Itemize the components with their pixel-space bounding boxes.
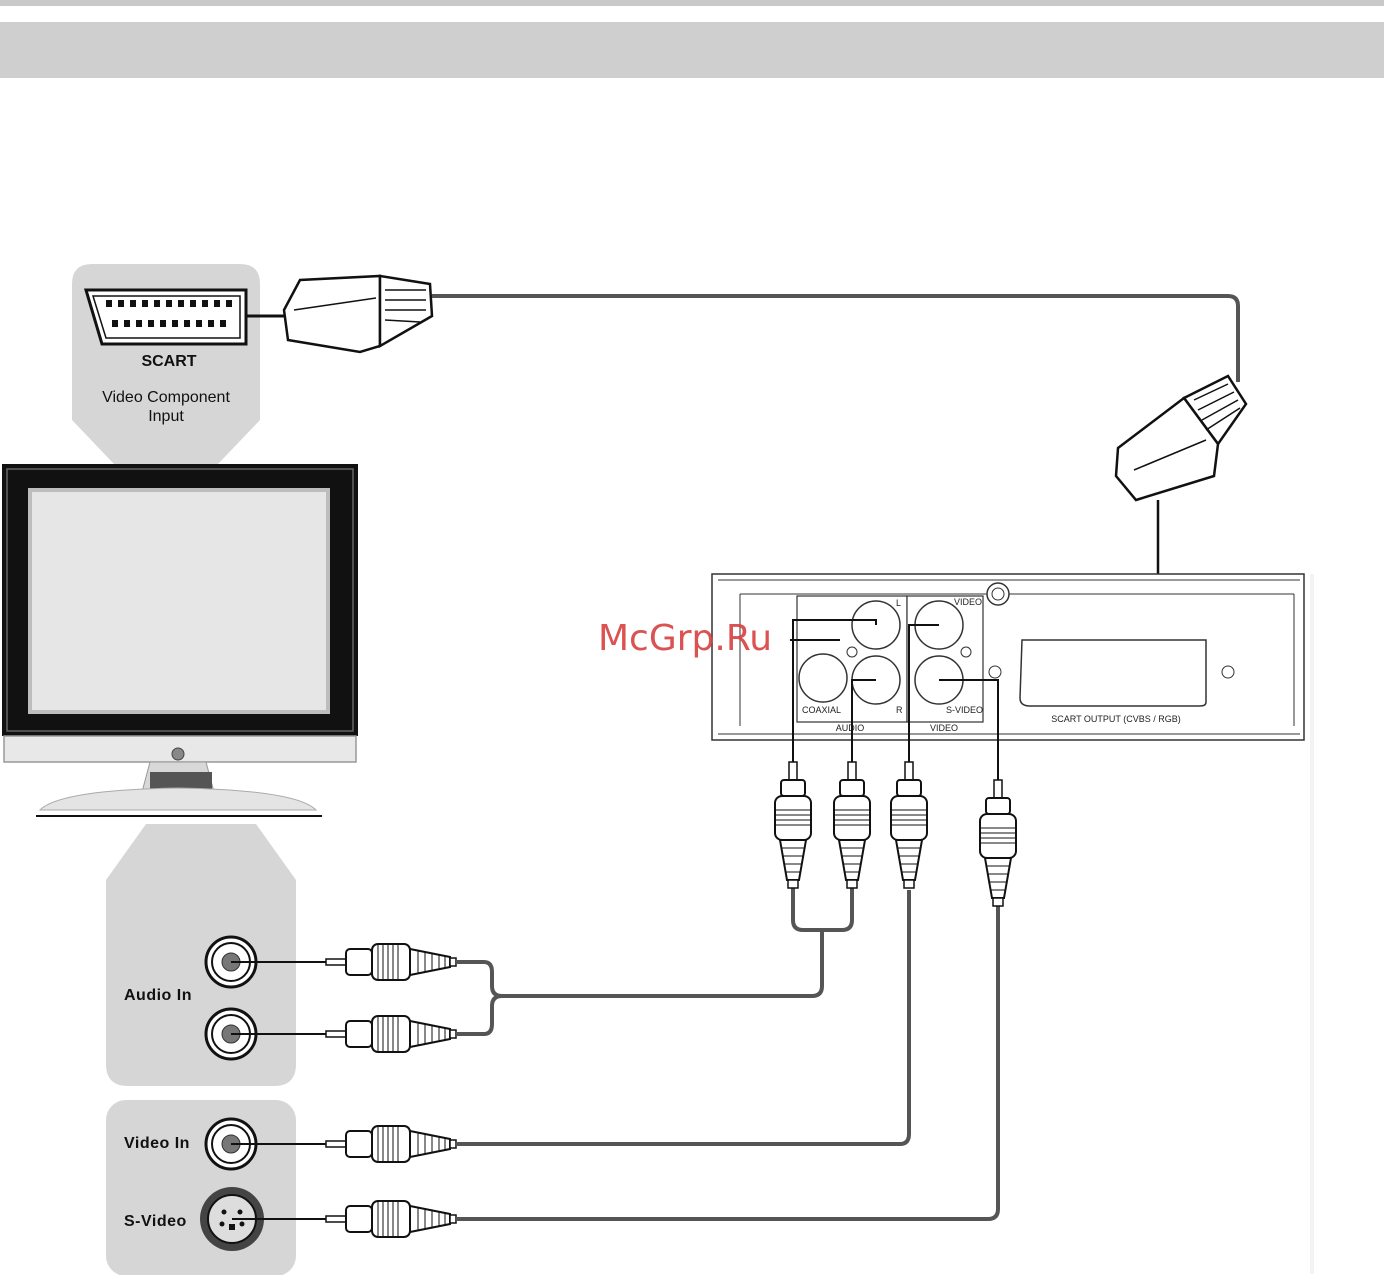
svideo-jack-label: S-VIDEO [946,705,983,715]
audio-plug-left-icon [325,943,457,981]
audio-in-panel [106,824,296,1086]
video-group-label: VIDEO [930,723,958,733]
tv-scart-socket-icon [83,288,248,346]
tv-icon [2,464,358,817]
audio-in-label: Audio In [124,987,192,1004]
svideo-in-label: S-Video [124,1213,187,1230]
tv-scart-desc-line2: Input [148,408,184,425]
scart-plug-player-icon [1114,374,1248,502]
audio-group-label: AUDIO [836,723,865,733]
audio-plug-right-icon [325,1015,457,1053]
video-cable [456,890,911,1146]
svideo-plug-icon [325,1200,457,1238]
player-svideo-plug-icon [979,779,1017,907]
video-in-label: Video In [124,1135,190,1152]
audio-cable-left [456,930,824,998]
audio-y-right [822,886,854,932]
coaxial-label: COAXIAL [802,705,841,715]
video-in-panel [106,1100,296,1275]
audio-l-label: L [896,598,901,608]
scart-plug-tv-icon [282,274,434,354]
svideo-cable [456,890,1000,1221]
header-bar [0,22,1384,78]
top-rule [0,0,1384,6]
video-plug-icon [325,1125,457,1163]
watermark: McGrp.Ru [598,618,772,659]
dvd-player-rear-panel: L R COAXIAL AUDIO VIDEO S-VIDEO VIDEO SC… [711,573,1314,1274]
audio-r-label: R [896,705,903,715]
tv-scart-desc-line1: Video Component [102,389,230,406]
scart-cable [432,294,1240,382]
player-video-plug-icon [890,761,928,889]
audio-cable-right [456,994,503,1036]
player-audio-r-plug-icon [833,761,871,889]
video-jack-label: VIDEO [954,597,982,607]
scart-output-label: SCART OUTPUT (CVBS / RGB) [1051,714,1181,724]
tv-scart-label: SCART [141,353,196,370]
player-audio-l-plug-icon [774,761,812,889]
audio-y-left [791,886,822,932]
